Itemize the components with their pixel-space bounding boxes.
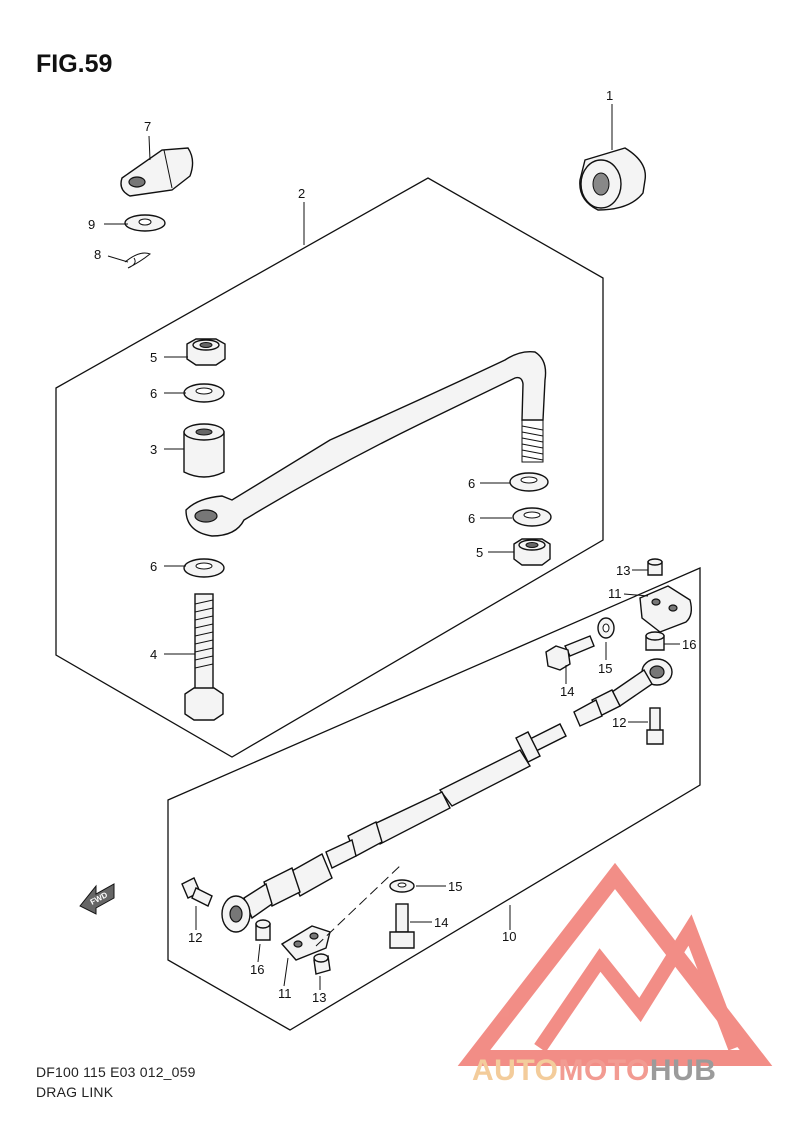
part-clip-pin bbox=[124, 252, 151, 269]
part-bolt-14-lower bbox=[389, 903, 415, 949]
part-nut-upper bbox=[186, 338, 226, 366]
part-spacer bbox=[183, 423, 225, 478]
callout-6-a: 6 bbox=[150, 386, 157, 401]
figure-title: FIG.59 bbox=[36, 50, 113, 78]
part-nut-right bbox=[513, 538, 551, 566]
part-spacer-16-upper bbox=[645, 631, 665, 651]
part-bracket-upper bbox=[639, 585, 693, 633]
part-washer-1 bbox=[183, 383, 225, 403]
callout-13-lower: 13 bbox=[312, 990, 326, 1005]
forward-direction-icon: FWD bbox=[79, 883, 115, 915]
diagram-name: DRAG LINK bbox=[36, 1084, 114, 1100]
callout-6-d: 6 bbox=[150, 559, 157, 574]
callout-9: 9 bbox=[88, 217, 95, 232]
callout-2: 2 bbox=[298, 186, 305, 201]
part-bushing bbox=[579, 147, 647, 211]
watermark-text-moto: MOTO bbox=[558, 1054, 649, 1087]
callout-11-lower: 11 bbox=[278, 986, 292, 1001]
callout-6-c: 6 bbox=[468, 511, 475, 526]
callout-15-lower: 15 bbox=[448, 879, 462, 894]
callout-5-lower: 5 bbox=[476, 545, 483, 560]
part-spacer-16-lower bbox=[255, 919, 271, 941]
part-bolt-12-lower bbox=[181, 877, 213, 907]
part-long-bolt bbox=[184, 593, 224, 721]
assembly-box-10 bbox=[167, 567, 701, 1031]
callout-16-upper: 16 bbox=[682, 637, 696, 652]
callout-3: 3 bbox=[150, 442, 157, 457]
callout-labels: 1 2 3 4 5 5 6 6 6 6 7 8 9 10 11 11 12 12… bbox=[88, 88, 696, 1005]
part-tie-rod-assembly bbox=[221, 658, 673, 933]
callout-1: 1 bbox=[606, 88, 613, 103]
part-washer-3 bbox=[512, 507, 552, 527]
assembly-box-2 bbox=[55, 177, 604, 758]
part-washer-small bbox=[124, 214, 166, 232]
diagram-code: DF100 115 E03 012_059 bbox=[36, 1064, 196, 1080]
part-washer-4 bbox=[183, 558, 225, 578]
part-bolt-14-upper bbox=[545, 635, 595, 671]
callout-12-lower: 12 bbox=[188, 930, 202, 945]
callout-14-upper: 14 bbox=[560, 684, 574, 699]
leader-lines bbox=[104, 104, 680, 990]
part-clevis bbox=[120, 147, 194, 197]
part-bracket-lower bbox=[280, 925, 331, 961]
callout-5-upper: 5 bbox=[150, 350, 157, 365]
callout-4: 4 bbox=[150, 647, 157, 662]
part-drag-link-rod bbox=[185, 350, 547, 537]
callout-14-lower: 14 bbox=[434, 915, 448, 930]
svg-text:AUTOMOTOHUB: AUTOMOTOHUB bbox=[472, 1054, 716, 1087]
callout-7: 7 bbox=[144, 119, 151, 134]
callout-8: 8 bbox=[94, 247, 101, 262]
part-nut-13-upper bbox=[647, 558, 663, 576]
part-washer-2 bbox=[509, 472, 549, 492]
callout-15-upper: 15 bbox=[598, 661, 612, 676]
callout-11-upper: 11 bbox=[608, 586, 622, 601]
part-washer-15-upper bbox=[597, 617, 615, 639]
callout-16-lower: 16 bbox=[250, 962, 264, 977]
callout-12-upper: 12 bbox=[612, 715, 626, 730]
part-nut-13-lower bbox=[313, 953, 331, 975]
callout-13-upper: 13 bbox=[616, 563, 630, 578]
callout-10: 10 bbox=[502, 929, 516, 944]
watermark-text-auto: AUTO bbox=[472, 1054, 558, 1087]
watermark-logo: AUTOMOTOHUB bbox=[457, 862, 773, 1087]
watermark-text-hub: HUB bbox=[650, 1054, 717, 1087]
part-washer-15-lower bbox=[389, 879, 415, 893]
assembly-guide-line bbox=[315, 863, 403, 947]
part-bolt-12-upper bbox=[646, 707, 664, 745]
callout-6-b: 6 bbox=[468, 476, 475, 491]
